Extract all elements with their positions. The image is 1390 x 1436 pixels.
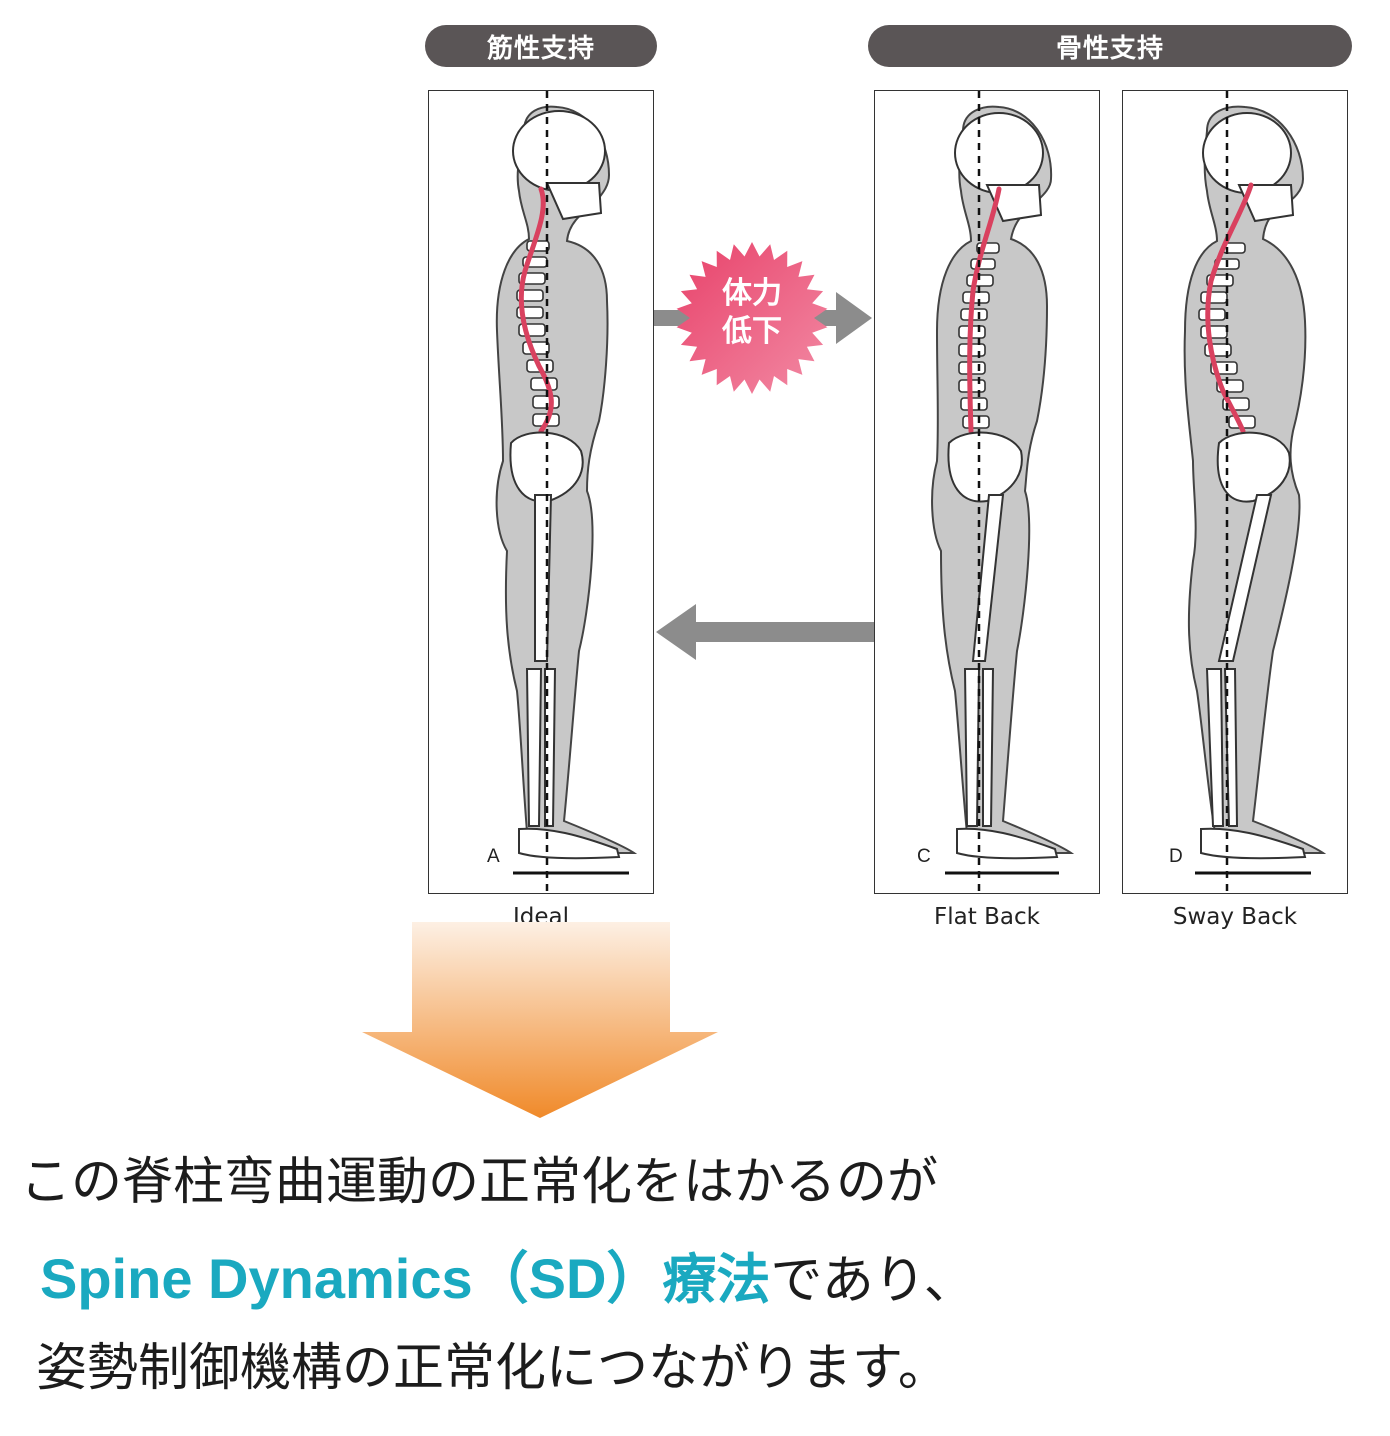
body-line-2: Spine Dynamics（SD）療法であり、 [40,1234,976,1315]
spine-curve-flat [967,186,1002,434]
panel-ideal: A [428,90,654,895]
badge-text: 体力 低下 [700,275,804,351]
skeleton-sway-back-figure [1183,91,1327,895]
skull [954,112,1044,223]
starburst-badge-icon [676,242,828,394]
muscular-support-header: 筋性支持 [425,25,657,67]
panel-flat-back: C [874,90,1100,895]
panel-label-d: D [1169,846,1183,867]
panel-label-a: A [487,846,500,867]
pelvis [947,431,1023,503]
panel-sway-back: D [1122,90,1348,895]
body-line-1: この脊柱弯曲運動の正常化をはかるのが [20,1153,939,1212]
caption-sway-back: Sway Back [1172,904,1298,930]
pelvis [1216,431,1291,503]
down-arrow-icon [362,922,718,1118]
sd-rest: であり、 [770,1251,976,1311]
skeleton-flat-back-figure [931,91,1075,895]
leg-bones [956,494,1059,860]
arrow-left-icon [656,604,874,660]
body-line-3: 姿勢制御機構の正常化につながります。 [36,1339,949,1398]
skeletal-support-header: 骨性支持 [868,25,1352,67]
skull [512,110,606,221]
spine-curve-ideal [518,186,554,434]
sd-therapy: 療法 [662,1248,771,1311]
skull [1202,112,1295,223]
panel-label-c: C [917,846,931,867]
pelvis [509,431,584,503]
badge-line-2: 低下 [722,314,782,349]
spine-curve-sway [1205,182,1254,434]
badge-line-1: 体力 [722,276,782,311]
sd-name: Spine Dynamics（SD） [40,1247,663,1310]
caption-flat-back: Flat Back [934,904,1040,930]
skeleton-ideal-figure [495,91,638,895]
